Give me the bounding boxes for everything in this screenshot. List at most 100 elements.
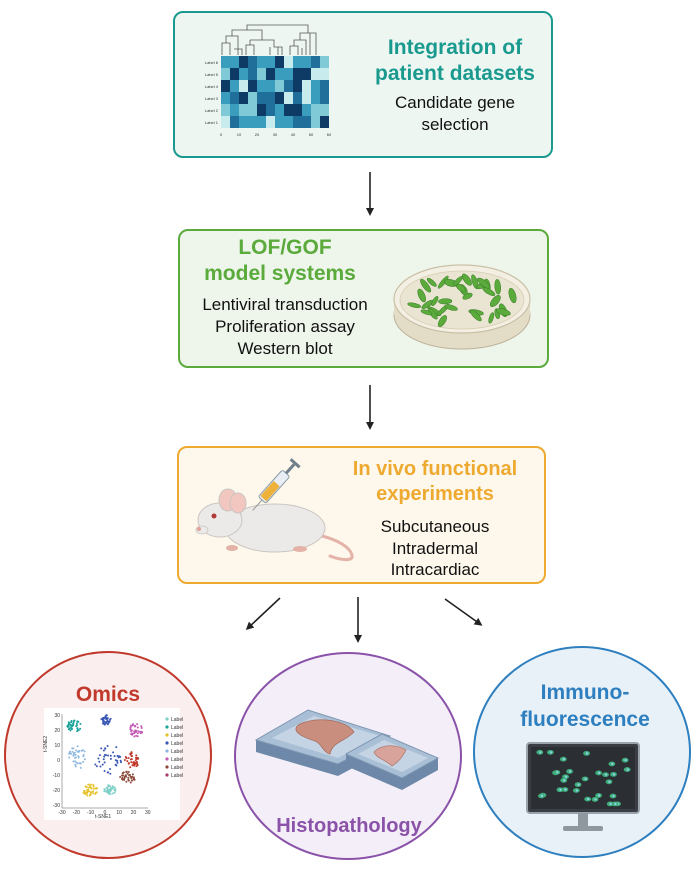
heatmap-cell [266,68,275,80]
fluorescent-nucleus [626,768,629,771]
heatmap-cell [230,68,239,80]
tsne-point [115,746,118,749]
heatmap-cell [284,80,293,92]
heatmap-row-label: Label 3 [205,96,219,101]
tsne-point [72,747,75,750]
tsne-point [74,760,77,763]
tsne-point [77,750,80,753]
fluorescent-nucleus [597,794,601,797]
heatmap-cell [221,116,230,128]
step2-sub-line3: Western blot [237,339,333,358]
heatmap-cell [320,116,329,128]
heatmap-cell [248,68,257,80]
tsne-point [135,761,138,764]
tsne-x-tick: -30 [58,810,65,816]
tsne-point [136,764,139,767]
tsne-point [125,757,128,760]
heatmap-cell [239,116,248,128]
step1-sub-line1: Candidate gene [394,93,516,112]
tsne-x-tick: 20 [131,810,137,816]
tsne-point [133,764,136,767]
tsne-point [103,790,106,793]
tsne-point [133,724,136,727]
tsne-point [130,779,133,782]
heatmap-row-label: Label 6 [205,60,219,65]
tsne-point [109,790,112,793]
tsne-point [135,734,138,737]
tsne-point [106,723,109,726]
heatmap-cell [293,116,302,128]
tsne-point [126,760,129,763]
tsne-point [127,771,130,774]
tsne-point [104,753,107,756]
heatmap-cell [284,92,293,104]
heatmap-cell [248,80,257,92]
heatmap-cell [239,80,248,92]
step-in-vivo-box [177,446,546,584]
tsne-point [116,761,119,764]
tsne-point [130,776,133,779]
step2-sub-line2: Proliferation assay [215,317,355,336]
heatmap-cell [248,56,257,68]
tsne-point [129,726,132,729]
fluorescent-nucleus [563,779,566,782]
heatmap-cell [302,92,311,104]
heatmap-cell [239,68,248,80]
tsne-point [76,727,79,730]
arrow-3-omics [245,597,281,631]
tsne-point [83,789,86,792]
tsne-y-tick: -10 [53,773,60,779]
tsne-point [68,756,71,759]
heatmap-cell [311,116,320,128]
heatmap-cell [302,116,311,128]
fluorescent-nucleus [586,797,590,801]
tsne-point [73,756,76,759]
tsne-point [103,788,106,791]
heatmap-cell [239,56,248,68]
tsne-point [129,724,132,727]
tsne-y-tick: 20 [54,728,60,734]
petri-cell [426,277,437,287]
tsne-legend-item: Label [171,717,184,723]
tsne-point [83,750,86,753]
tsne-point [130,761,133,764]
tsne-legend-item: Label [171,733,184,739]
heatmap-axis-tick: 40 [291,132,296,137]
tsne-point [92,783,95,786]
heatmap-cell [257,104,266,116]
tsne-point [125,775,128,778]
tsne-y-tick: -30 [53,803,60,809]
heatmap-cell [230,56,239,68]
step1-title-line2: patient datasets [375,62,535,85]
petri-cell [417,288,426,303]
tsne-point [79,766,82,769]
tsne-point [129,766,132,769]
fluorescent-nucleus [559,788,562,791]
tsne-point [133,735,136,738]
tsne-point [90,791,93,794]
tsne-point [72,721,75,724]
step1-title-line1: Integration of [387,36,523,59]
tsne-legend-dot [165,765,169,769]
heatmap-row-label: Label 2 [205,108,219,113]
petri-cell [453,276,463,286]
tsne-point [109,785,112,788]
fluorescent-nucleus [562,757,566,761]
tsne-point [126,772,129,775]
heatmap-cell [311,92,320,104]
tsne-point [111,792,114,795]
heatmap-cell [275,80,284,92]
tsne-point [103,761,106,764]
heatmap-cell [302,56,311,68]
tsne-point [137,757,140,760]
tsne-point [136,732,139,735]
tsne-legend-dot [165,757,169,761]
tsne-point [130,733,133,736]
heatmap-cell [239,104,248,116]
tsne-point [107,754,110,757]
tsne-point [72,720,75,723]
tsne-point [122,771,125,774]
heatmap-cell [293,68,302,80]
